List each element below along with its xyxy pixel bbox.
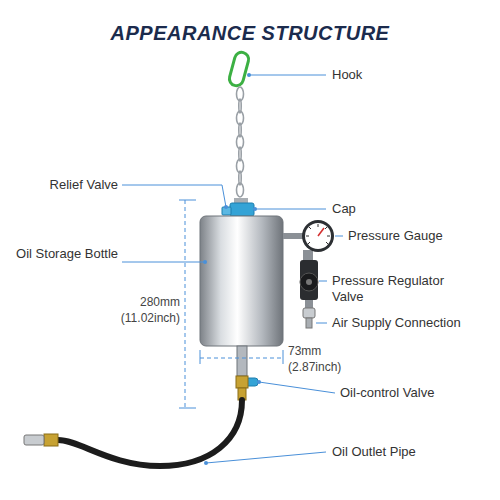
- title-bar: [399, 34, 489, 37]
- hook-carabiner: [228, 51, 250, 87]
- air-supply-connection: [305, 300, 313, 308]
- title: APPEARANCE STRUCTURE: [111, 22, 390, 44]
- part-label: Cap: [332, 201, 452, 217]
- oil-outlet-pipe: [58, 400, 242, 466]
- pressure-gauge: [302, 220, 334, 252]
- pressure-regulator-valve: [300, 260, 318, 300]
- part-label: Oil Storage Bottle: [10, 246, 118, 262]
- title-box: APPEARANCE STRUCTURE: [0, 22, 500, 45]
- hose-connector: [24, 435, 44, 445]
- dimension-label: 280mm (11.02inch): [100, 294, 180, 326]
- gauge-stem: [303, 250, 313, 260]
- dimension-line: [179, 200, 196, 408]
- part-label: Pressure Regulator Valve: [332, 273, 472, 305]
- leader-line: [122, 75, 343, 463]
- hose-fitting: [44, 434, 58, 446]
- cap: [230, 203, 254, 216]
- bottle-neck: [237, 346, 247, 376]
- part-label: Hook: [332, 67, 452, 83]
- part-label: Relief Valve: [10, 177, 118, 193]
- dimension-line: [200, 350, 283, 364]
- gauge-bracket: [283, 233, 303, 239]
- brass-fitting: [236, 376, 248, 388]
- title-bar: [11, 34, 101, 37]
- part-label: Oil-control Valve: [340, 385, 490, 401]
- part-label: Air Supply Connection: [332, 315, 492, 331]
- dimension-label: 73mm (2.87inch): [288, 343, 360, 375]
- part-label: Oil Outlet Pipe: [332, 444, 482, 460]
- oil-storage-bottle: [200, 216, 283, 346]
- part-label: Pressure Gauge: [348, 228, 488, 244]
- leader-dot: [203, 73, 261, 465]
- chain: [237, 87, 244, 197]
